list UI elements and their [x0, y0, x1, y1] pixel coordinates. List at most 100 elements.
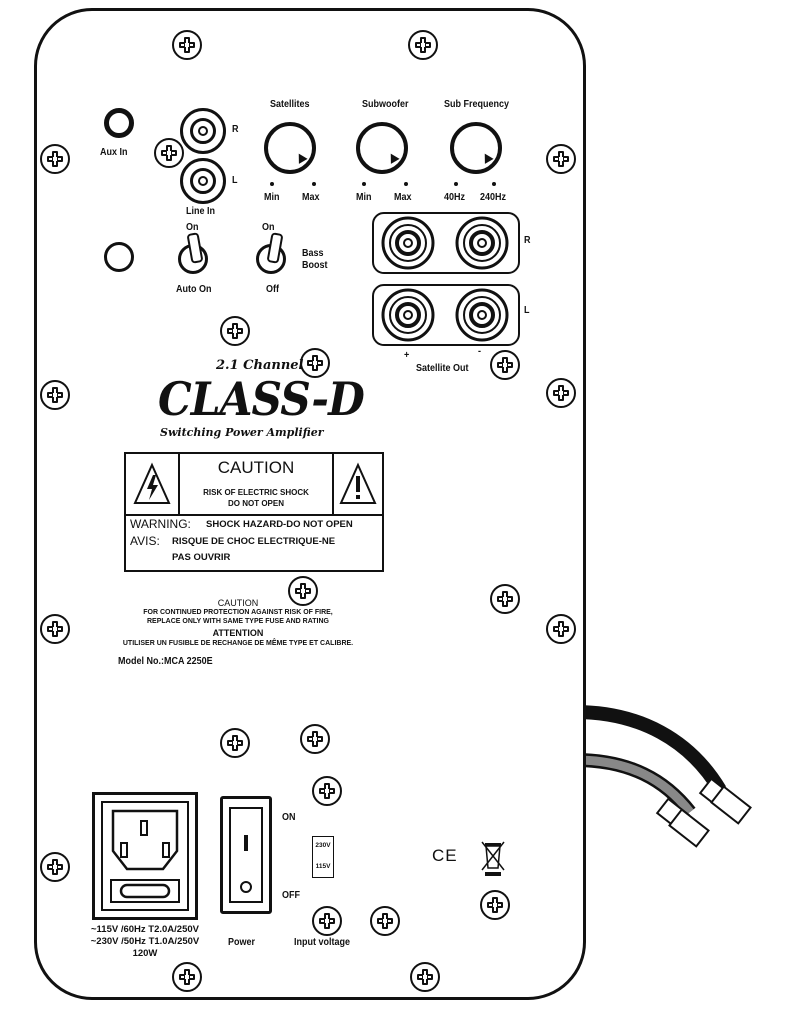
satellite-out-l-label: L: [524, 305, 530, 316]
screw-icon: [312, 776, 342, 806]
screw-icon: [172, 30, 202, 60]
screw-icon: [300, 348, 330, 378]
screw-icon: [312, 906, 342, 936]
line-in-label: Line In: [186, 206, 216, 217]
knob-max-satellites: Max: [302, 192, 320, 203]
binding-post-l-minus: [455, 288, 509, 342]
rca-left-label: L: [232, 175, 238, 186]
knob-title-sub-frequency: Sub Frequency: [444, 99, 510, 110]
auto-on-label: Auto On: [176, 284, 212, 295]
screw-icon: [410, 962, 440, 992]
knob-min-subwoofer: Min: [356, 192, 372, 203]
screw-icon: [490, 350, 520, 380]
brand-name: CLASS-D: [158, 372, 365, 426]
avis-text-2: PAS OUVRIR: [172, 552, 231, 563]
brand-subtitle: Switching Power Amplifier: [160, 426, 324, 439]
aux-in-label: Aux In: [100, 147, 128, 158]
screw-icon: [220, 728, 250, 758]
bass-on-label: On: [262, 222, 275, 233]
avis-label: AVIS:: [130, 534, 160, 548]
knob-min-satellites: Min: [264, 192, 280, 203]
fuse-holder-icon: [110, 879, 180, 903]
auto-on-toggle[interactable]: [178, 232, 208, 274]
satellite-out-block: [372, 212, 520, 350]
input-voltage-label: Input voltage: [294, 937, 351, 948]
warning-label: WARNING:: [130, 517, 191, 531]
screw-icon: [408, 30, 438, 60]
satellite-out-plus: +: [404, 350, 410, 361]
screw-icon: [40, 614, 70, 644]
screw-icon: [40, 380, 70, 410]
power-switch[interactable]: [220, 796, 272, 914]
fuse-attention-title: ATTENTION: [212, 628, 264, 638]
power-rating-line-1: ~115V /60Hz T2.0A/250V: [90, 924, 199, 935]
ce-mark: CE: [432, 846, 458, 865]
screw-icon: [490, 584, 520, 614]
power-rating-line-2: ~230V /50Hz T1.0A/250V: [90, 936, 200, 947]
binding-posts: [381, 216, 509, 342]
caution-line-2: DO NOT OPEN: [227, 499, 284, 508]
knob-max-sub-frequency: 240Hz: [480, 192, 507, 203]
brand-channel: 2.1 Channel: [216, 358, 304, 373]
binding-post-r-plus: [381, 216, 435, 270]
binding-post-l-plus: [381, 288, 435, 342]
rca-right-label: R: [232, 124, 239, 135]
aux-in-jack[interactable]: [104, 108, 134, 138]
fuse-caution-title: CAUTION: [217, 598, 259, 608]
model-number: Model No.:MCA 2250E: [118, 656, 213, 667]
screw-icon: [40, 144, 70, 174]
screw-icon: [546, 144, 576, 174]
iec-socket-icon: [111, 809, 179, 871]
exclamation-warning-icon: [339, 462, 377, 504]
voltage-115v: 115V: [315, 863, 331, 870]
power-inlet[interactable]: [92, 792, 198, 920]
screw-icon: [172, 962, 202, 992]
screw-icon: [480, 890, 510, 920]
spade-connector-black: [698, 777, 752, 825]
satellite-out-minus: -: [478, 346, 482, 357]
satellite-out-label: Satellite Out: [416, 363, 469, 374]
voltage-selector[interactable]: 230V 115V: [312, 836, 334, 878]
power-rating-line-3: 120W: [132, 948, 158, 959]
avis-text: RISQUE DE CHOC ELECTRIQUE-NE: [172, 536, 336, 547]
fuse-caution-line-1: FOR CONTINUED PROTECTION AGAINST RISK OF…: [143, 609, 333, 616]
warning-text: SHOCK HAZARD-DO NOT OPEN: [206, 519, 353, 530]
screw-icon: [288, 576, 318, 606]
knob-title-subwoofer: Subwoofer: [362, 99, 409, 110]
spade-connector-gray: [655, 797, 710, 848]
binding-post-r-minus: [455, 216, 509, 270]
power-label: Power: [228, 937, 256, 948]
rca-left-jack[interactable]: [180, 158, 226, 204]
lightning-warning-icon: [133, 462, 171, 504]
knob-min-sub-frequency: 40Hz: [444, 192, 466, 203]
knob-max-subwoofer: Max: [394, 192, 412, 203]
sub-frequency-knob[interactable]: [450, 122, 502, 174]
bass-off-label: Off: [266, 284, 280, 295]
screw-icon: [546, 378, 576, 408]
fuse-attention-line: UTILISER UN FUSIBLE DE RECHANGE DE MÊME …: [122, 640, 354, 647]
voltage-230v: 230V: [315, 842, 331, 849]
satellite-out-r-label: R: [524, 235, 531, 246]
power-off-label: OFF: [282, 890, 300, 901]
screw-icon: [300, 724, 330, 754]
satellites-knob[interactable]: [264, 122, 316, 174]
screw-icon: [370, 906, 400, 936]
rca-right-jack[interactable]: [180, 108, 226, 154]
bass-boost-label-2: Boost: [302, 260, 328, 271]
weee-bin-icon: [481, 841, 505, 876]
power-led: [104, 242, 134, 272]
caution-title: CAUTION: [217, 458, 295, 477]
knob-title-satellites: Satellites: [270, 99, 310, 110]
subwoofer-knob[interactable]: [356, 122, 408, 174]
fuse-caution-line-2: REPLACE ONLY WITH SAME TYPE FUSE AND RAT…: [146, 618, 329, 625]
screw-icon: [546, 614, 576, 644]
caution-warning-box: CAUTION RISK OF ELECTRIC SHOCK DO NOT OP…: [124, 452, 384, 572]
bass-boost-label-1: Bass: [302, 248, 324, 259]
power-on-label: ON: [282, 812, 296, 823]
auto-on-top-label: On: [186, 222, 199, 233]
screw-icon: [40, 852, 70, 882]
screw-icon: [220, 316, 250, 346]
caution-line-1: RISK OF ELECTRIC SHOCK: [203, 488, 309, 497]
bass-boost-toggle[interactable]: [256, 232, 286, 274]
